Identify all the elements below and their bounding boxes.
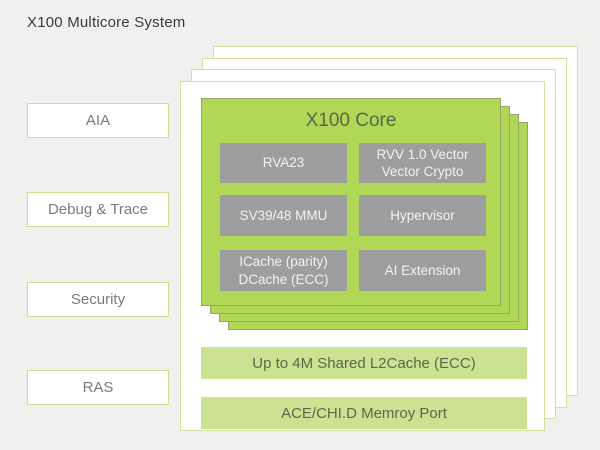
feature-label: Hypervisor xyxy=(390,207,455,223)
cluster-card-front: X100 Core RVA23 RVV 1.0 Vector Vector Cr… xyxy=(180,81,545,431)
feature-rvv-vector-crypto: RVV 1.0 Vector Vector Crypto xyxy=(359,143,486,183)
side-box-label: Debug & Trace xyxy=(47,201,149,218)
x100-core-box: X100 Core RVA23 RVV 1.0 Vector Vector Cr… xyxy=(201,98,501,306)
side-box-aia: AIA xyxy=(27,103,169,138)
feature-label: DCache (ECC) xyxy=(238,271,329,287)
bar-label: ACE/CHI.D Memroy Port xyxy=(281,404,447,422)
feature-label: SV39/48 MMU xyxy=(239,207,328,223)
bar-label: Up to 4M Shared L2Cache (ECC) xyxy=(252,354,476,372)
feature-hypervisor: Hypervisor xyxy=(359,195,486,236)
feature-ai-extension: AI Extension xyxy=(359,250,486,291)
l2cache-bar: Up to 4M Shared L2Cache (ECC) xyxy=(201,347,527,379)
side-box-debug-trace: Debug & Trace xyxy=(27,192,169,227)
page-title: X100 Multicore System xyxy=(27,14,186,31)
feature-label: ICache (parity) xyxy=(239,254,328,270)
side-box-ras: RAS xyxy=(27,370,169,405)
feature-label: RVA23 xyxy=(262,155,305,171)
side-box-security: Security xyxy=(27,282,169,317)
feature-rva23: RVA23 xyxy=(220,143,347,183)
feature-label: AI Extension xyxy=(384,262,461,278)
side-box-label: RAS xyxy=(82,379,114,396)
memory-port-bar: ACE/CHI.D Memroy Port xyxy=(201,397,527,429)
side-box-label: Security xyxy=(70,291,126,308)
feature-icache-dcache: ICache (parity) DCache (ECC) xyxy=(220,250,347,291)
core-title: X100 Core xyxy=(305,110,397,131)
feature-sv39-48-mmu: SV39/48 MMU xyxy=(220,195,347,236)
side-box-label: AIA xyxy=(85,112,111,129)
feature-label: RVV 1.0 Vector xyxy=(376,146,469,162)
feature-label: Vector Crypto xyxy=(381,164,464,179)
